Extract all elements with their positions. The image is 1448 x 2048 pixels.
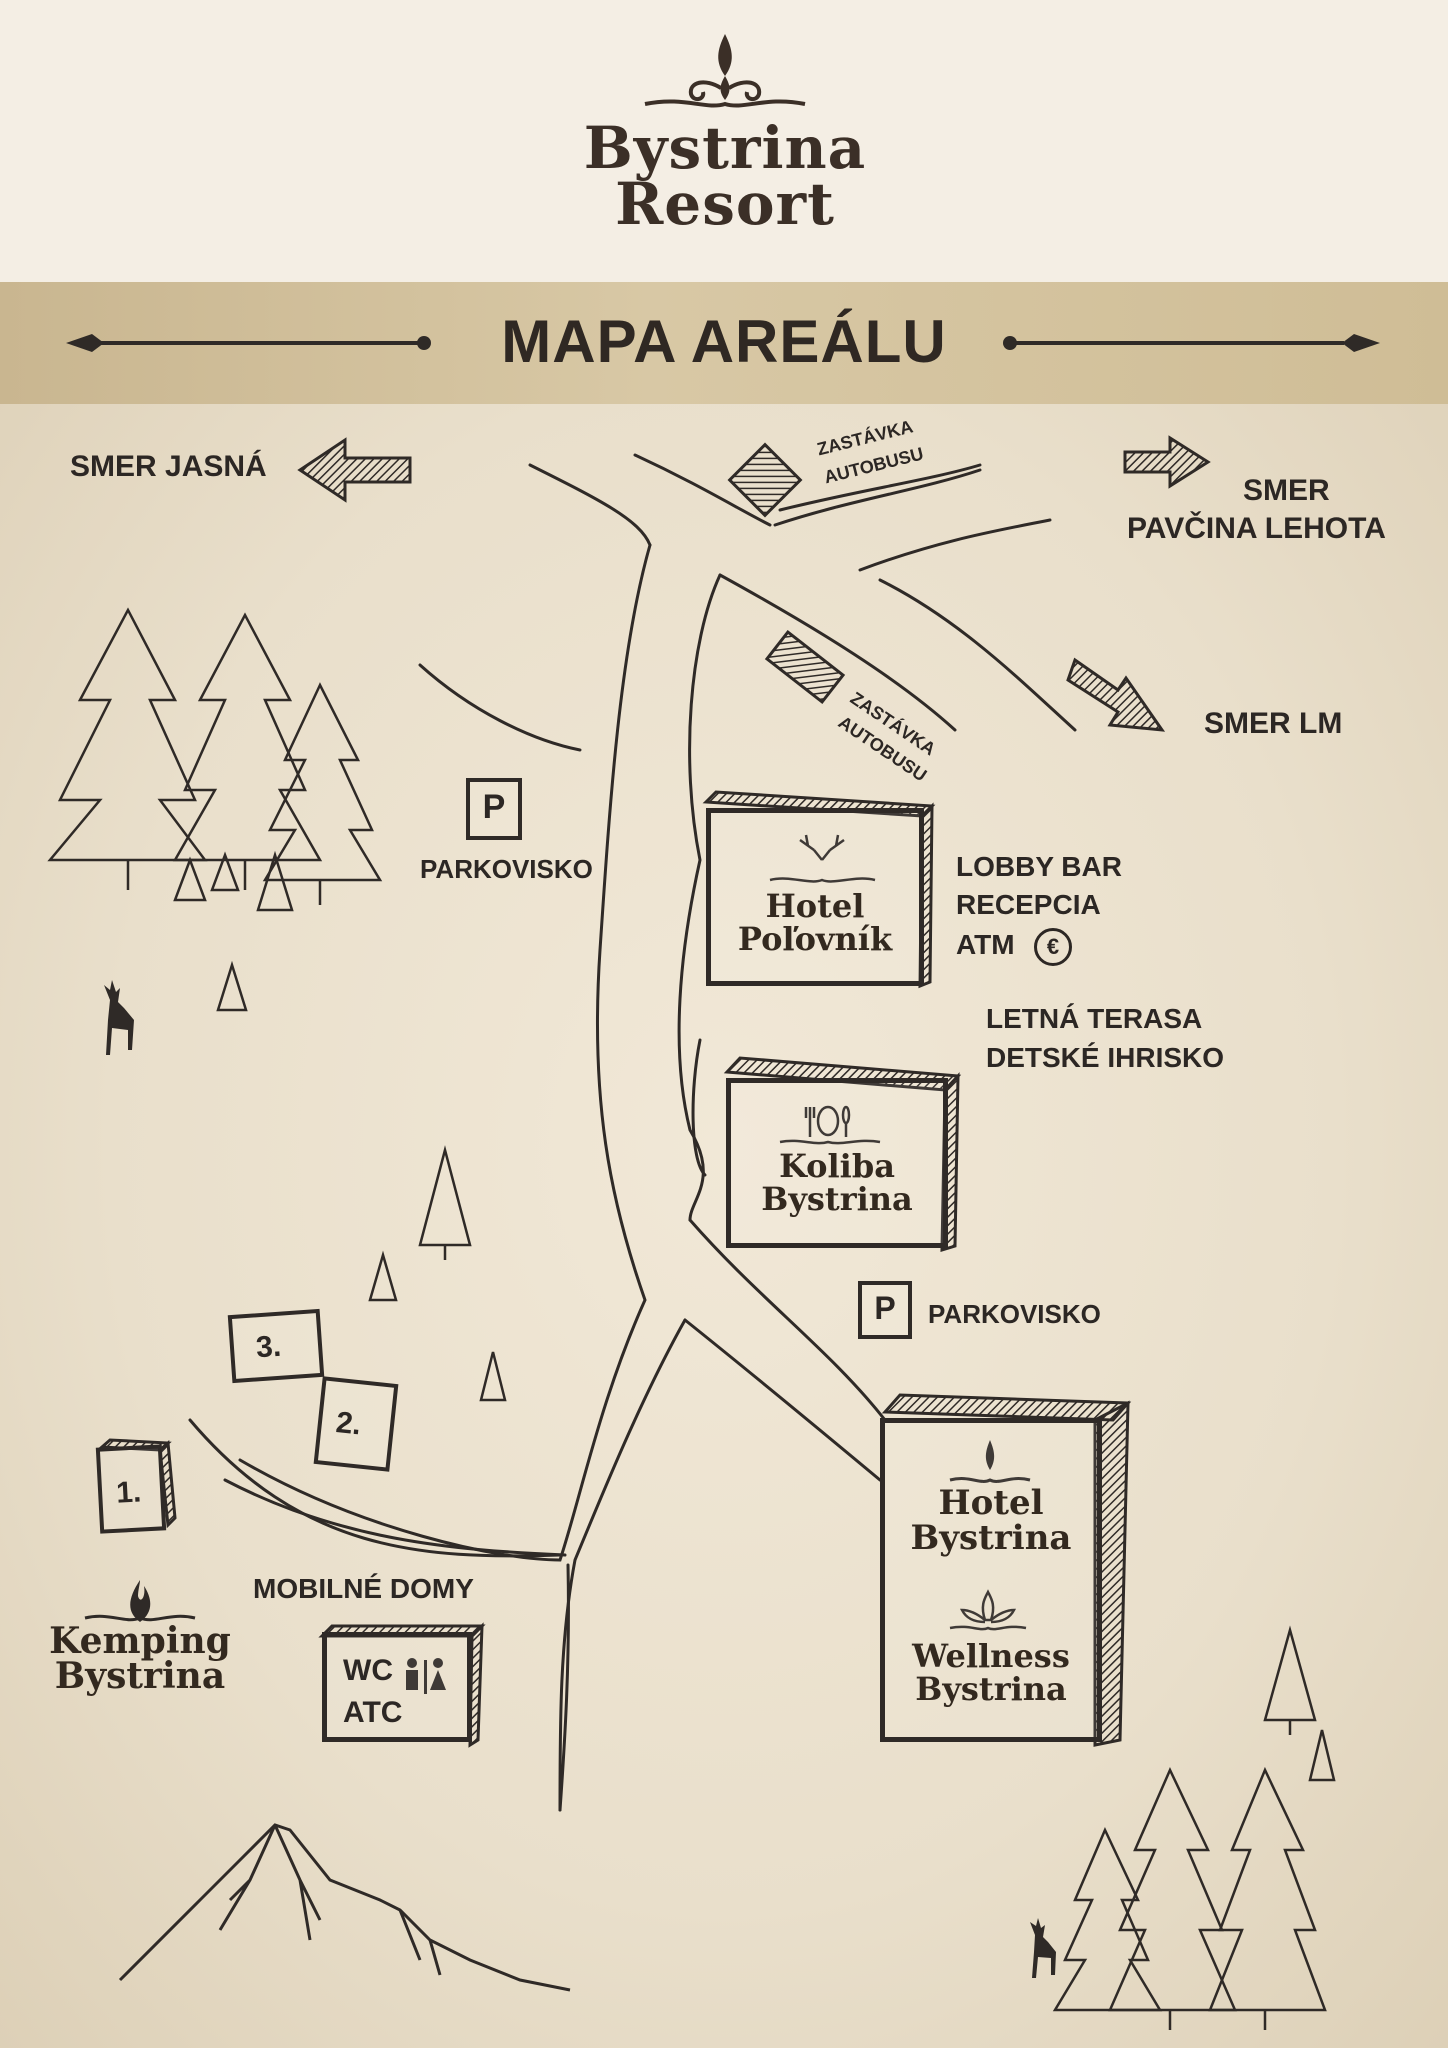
wellness-name-line1: Wellness [912,1637,1070,1675]
parking-sign-upper: P [466,778,522,840]
flame-icon [84,1580,196,1622]
fleur-ornament-icon [644,34,806,108]
small-trees-icon [368,1145,1336,1782]
hotel-polovnik-name-line2: Poľovník [737,920,893,958]
euro-icon: € [1034,928,1072,966]
deer-icon [1030,1918,1056,1978]
mobile-home-1[interactable]: 1. [95,1444,167,1534]
parking-sign-letter: P [482,788,506,826]
arrow-left-icon [297,437,412,503]
forest-left-icon [47,607,383,1012]
direction-jasna: SMER JASNÁ [70,450,267,483]
title-band [0,282,1448,404]
info-summer-terrace: LETNÁ TERASA [986,1003,1203,1034]
direction-arrows [297,435,1211,732]
arrow-right-icon [1123,435,1211,489]
parking-sign-lower: P [858,1281,912,1339]
parking-label-upper: PARKOVISKO [420,854,593,884]
wellness-name-line2: Bystrina [915,1670,1067,1708]
parking-label-lower: PARKOVISKO [928,1299,1101,1329]
mobile-home-3-number: 3. [254,1329,283,1365]
cutlery-icon [779,1105,881,1145]
kemping-name-line1: Kemping [49,1620,231,1662]
bus-stop-shelter-icon [764,629,846,705]
mobile-home-3[interactable]: 3. [227,1308,325,1384]
koliba-name-line1: Koliba [779,1147,895,1185]
hotel-polovnik-name-line1: Hotel [765,887,865,925]
hotel-bystrina-name-line2: Bystrina [910,1518,1072,1558]
fleur-ornament-icon [949,1440,1031,1483]
deer-icon [104,980,134,1055]
building-wc-atc[interactable] [322,1632,472,1742]
building-hotel-polovnik[interactable] [706,808,924,986]
direction-lm: SMER LM [1204,707,1343,740]
direction-pavcina-line2: PAVČINA LEHOTA [1127,512,1386,545]
title-divider-lines [66,334,1380,352]
antler-ornament-icon [769,834,876,883]
lotus-icon [949,1589,1027,1631]
parking-sign-letter: P [874,1290,896,1326]
mobile-homes-label: MOBILNÉ DOMY [253,1573,474,1604]
info-playground: DETSKÉ IHRISKO [986,1042,1225,1073]
map-canvas [0,404,1448,2048]
arrow-down-right-icon [1066,657,1166,732]
mobile-home-2-number: 2. [334,1405,363,1442]
info-atm: ATM [956,929,1015,960]
logo-text-line2: Resort [615,170,835,238]
restroom-icon [406,1658,446,1694]
map-title: MAPA AREÁLU [501,308,947,375]
direction-pavcina-line1: SMER [1243,474,1330,507]
building-koliba-bystrina[interactable] [726,1078,948,1248]
kemping-name-line2: Bystrina [54,1655,226,1697]
mobile-home-2[interactable]: 2. [313,1376,399,1472]
wc-label: WC [343,1654,393,1687]
info-recepcia: RECEPCIA [956,889,1101,920]
atc-label: ATC [343,1696,403,1729]
header: Bystrina Resort [0,0,1448,282]
hotel-bystrina-name-line1: Hotel [938,1483,1044,1523]
roads [188,453,1077,1812]
building-hotel-bystrina[interactable] [880,1418,1102,1742]
bus-stop-shelter-icon [727,442,803,518]
logo-text-line1: Bystrina [583,114,867,182]
koliba-name-line2: Bystrina [761,1180,913,1218]
forest-right-icon [1052,1766,1327,2030]
mountain-icon [118,1823,571,1992]
info-lobby-bar: LOBBY BAR [956,851,1122,882]
resort-logo: Bystrina Resort [560,30,890,250]
mobile-home-1-number: 1. [115,1475,143,1510]
